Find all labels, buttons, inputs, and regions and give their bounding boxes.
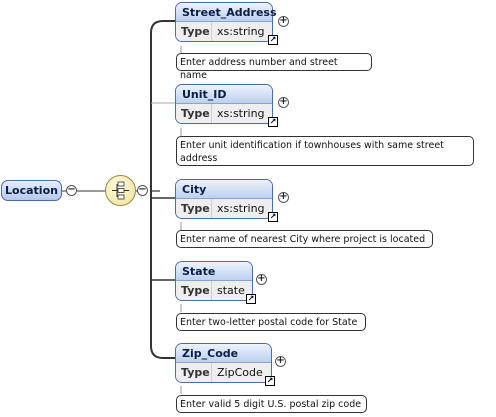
root-element-location[interactable]: Location <box>1 180 62 201</box>
element-name: Unit_ID <box>176 85 272 104</box>
root-element-label: Location <box>5 184 58 197</box>
type-link-icon[interactable]: ↗ <box>268 212 278 222</box>
type-label: Type <box>181 107 210 120</box>
element-type-row: Type ZipCode <box>176 363 271 382</box>
type-link-icon[interactable]: ↗ <box>268 35 278 45</box>
expand-toggle-icon[interactable]: + <box>278 191 289 203</box>
element-unit-id[interactable]: Unit_ID Type xs:string <box>175 84 273 124</box>
type-link-icon[interactable]: ↗ <box>246 294 256 304</box>
type-label: Type <box>181 366 210 379</box>
annotation-unit-id: Enter unit identification if townhouses … <box>176 136 474 166</box>
element-city[interactable]: City Type xs:string <box>175 179 273 219</box>
type-value: xs:string <box>211 104 265 123</box>
collapse-toggle-icon[interactable]: − <box>66 184 77 196</box>
collapse-toggle-icon[interactable]: − <box>137 184 148 196</box>
element-street-address[interactable]: Street_Address Type xs:string <box>175 2 277 42</box>
type-link-icon[interactable]: ↗ <box>268 117 278 127</box>
type-value: state <box>211 281 245 300</box>
element-type-row: Type xs:string <box>176 22 272 41</box>
type-label: Type <box>181 202 210 215</box>
element-name: Zip_Code <box>176 344 271 363</box>
element-state[interactable]: State Type state <box>175 261 253 301</box>
annotation-zip-code: Enter valid 5 digit U.S. postal zip code <box>176 395 367 413</box>
element-zip-code[interactable]: Zip_Code Type ZipCode <box>175 343 272 383</box>
type-link-icon[interactable]: ↗ <box>265 376 275 386</box>
type-value: xs:string <box>211 199 265 218</box>
expand-toggle-icon[interactable]: + <box>275 355 286 367</box>
sequence-compositor-icon[interactable] <box>105 175 136 206</box>
expand-toggle-icon[interactable]: + <box>256 273 267 285</box>
expand-toggle-icon[interactable]: + <box>278 15 289 27</box>
element-type-row: Type state <box>176 281 252 300</box>
type-value: ZipCode <box>211 363 263 382</box>
element-name: State <box>176 262 252 281</box>
annotation-city: Enter name of nearest City where project… <box>176 230 433 248</box>
type-label: Type <box>181 25 210 38</box>
element-name: Street_Address <box>176 3 277 22</box>
type-label: Type <box>181 284 210 297</box>
annotation-street-address: Enter address number and street name <box>176 53 372 81</box>
element-type-row: Type xs:string <box>176 199 272 218</box>
type-value: xs:string <box>211 22 265 41</box>
annotation-state: Enter two-letter postal code for State <box>176 313 366 331</box>
expand-toggle-icon[interactable]: + <box>278 96 289 108</box>
element-name: City <box>176 180 272 199</box>
element-type-row: Type xs:string <box>176 104 272 123</box>
